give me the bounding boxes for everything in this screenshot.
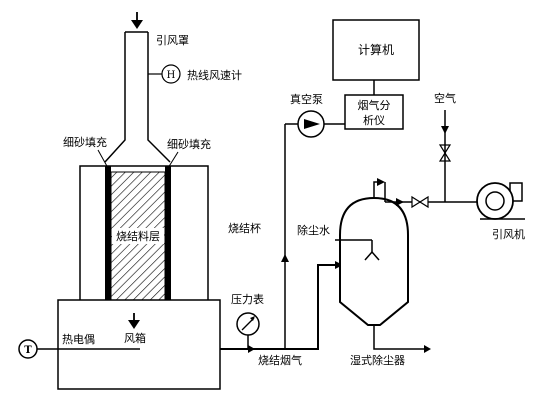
- sand-fill-left: [105, 166, 111, 302]
- anemometer-icon: [161, 64, 181, 84]
- air-label: 空气: [434, 91, 456, 105]
- pressure-gauge-label: 压力表: [231, 292, 264, 306]
- sampling-arrow: [281, 254, 289, 262]
- dust-water-label: 除尘水: [297, 223, 330, 237]
- thermocouple-symbol: T: [24, 345, 32, 356]
- pressure-gauge-needle-tip: [250, 316, 255, 321]
- wet-dust-collector: [339, 196, 409, 326]
- spray-nozzle: [364, 250, 380, 261]
- cup-label: 烧结杯: [228, 221, 261, 235]
- windbox-label: 风箱: [124, 331, 146, 345]
- windbox-arrow: [128, 313, 140, 329]
- sand-fill-right: [165, 166, 171, 302]
- fan-impeller: [485, 191, 505, 211]
- computer-label: 计算机: [358, 42, 394, 57]
- vacuum-pump-label: 真空泵: [290, 92, 323, 106]
- air-arrow: [441, 126, 449, 134]
- vacuum-pump-arrow: [304, 119, 320, 129]
- fan-label: 引风机: [492, 227, 525, 241]
- collector-outlet-pipe: [373, 181, 378, 198]
- fill-left-leader: [97, 149, 109, 169]
- fill-right-leader: [167, 151, 179, 169]
- fill-left-label: 细砂填充: [63, 135, 107, 149]
- wet-collector-label: 湿式除尘器: [350, 353, 405, 367]
- flue-gas-arrow: [248, 345, 255, 353]
- gas-analyzer: [344, 94, 404, 130]
- fill-right-label: 细砂填充: [167, 137, 211, 151]
- draft-hood: [104, 31, 171, 163]
- sinter-bed-label-bg: [112, 228, 164, 244]
- sinter-bed-label: 烧结料层: [116, 229, 160, 243]
- collector-outlet-arrow: [377, 178, 385, 186]
- inlet-arrow: [131, 12, 143, 29]
- flue-gas-label: 烧结烟气: [258, 353, 302, 367]
- anemometer-label: 热线风速计: [187, 68, 242, 82]
- flue-gas-pipe: [220, 264, 340, 350]
- thermocouple-label: 热电偶: [62, 333, 95, 346]
- analyzer-label-line2: 析仪: [363, 113, 385, 127]
- windbox: [57, 299, 221, 390]
- collector-drain-arrow: [424, 345, 431, 353]
- collector-drain: [373, 325, 425, 350]
- computer: [332, 19, 420, 81]
- valve-horizontal: [411, 195, 429, 209]
- analyzer-label-line1: 烟气分: [358, 98, 391, 112]
- hood-label: 引风罩: [156, 33, 189, 47]
- fan-inlet-arrow: [396, 198, 404, 206]
- anemometer-symbol: H: [167, 70, 176, 81]
